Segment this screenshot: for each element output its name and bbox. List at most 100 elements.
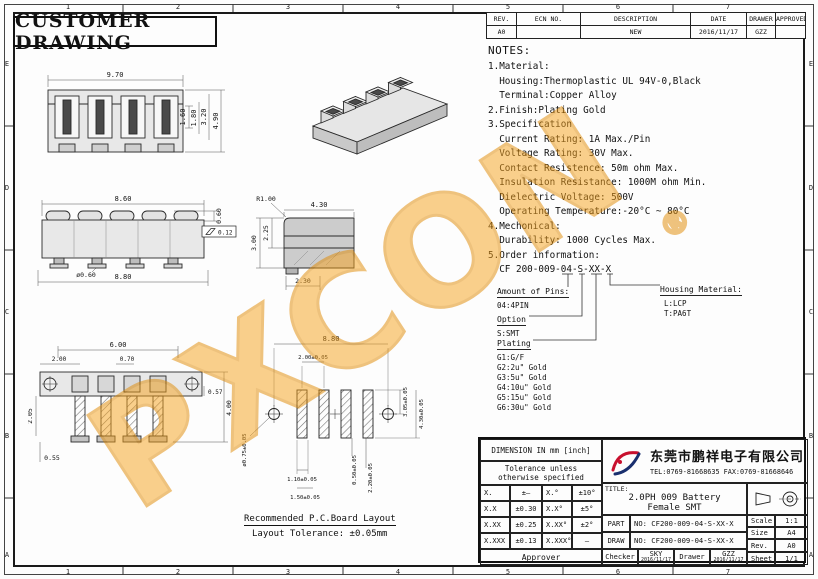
frame-col-label: 5 [505,3,511,11]
dim-pcb-pitch: 2.00±0.05 [298,355,328,361]
dim-pcb-d4: 2.20±0.05 [368,463,374,493]
notes-section: NOTES: 1.Material: Housing:Thermoplastic… [488,44,806,278]
dim-pcb-d1: 1.10±0.05 [287,477,317,483]
size-label: Size [747,527,775,539]
note-line: Voltage Rating: 30V Max. [488,148,634,159]
ecn-value [516,25,581,39]
description-value: NEW [580,25,691,39]
frame-col-label: 2 [175,568,181,576]
end-view: 6.00 2.00 0.70 0.57 2.05 4.00 0.55 [28,341,233,462]
ecn-col-header: ECN NO. [516,12,581,26]
isometric-view [311,76,449,155]
tol-row-value: ±5° [572,501,602,517]
amount-of-pins-value: 04:4PIN [497,301,529,310]
dim-pcb-v1: 3.05±0.05 [403,387,409,417]
side-view-dim-lines [37,200,218,286]
frame-col-label: 7 [725,3,731,11]
checker-date: 2016/11/17 [640,557,672,563]
tol-row-value: ±10° [572,485,602,501]
tol-row-value: ±2° [572,517,602,533]
pcb-layout-caption: Recommended P.C.Board Layout [244,514,396,526]
tol-row-value: ±0.30 [510,501,542,517]
drawer-signature: GZZ 2016/11/17 [710,549,747,565]
note-line: 4.Mechonical: [488,220,561,232]
frame-col-label: 7 [725,568,731,576]
dim-end-d5: 0.55 [44,454,60,462]
housing-material-label: Housing Material: [660,285,742,296]
size-value: A4 [775,527,808,539]
pcb-layout-tolerance: Layout Tolerance: ±0.05mm [252,529,388,539]
side-view: 0.12 8.60 8.80 ø0.60 0.60 [37,195,237,286]
frame-col-label: 4 [395,3,401,11]
outer-border [4,4,814,575]
pcb-dim-lines [249,343,420,489]
note-line: Terminal:Copper Alloy [488,90,617,101]
dim-front-h2: 1.80 [190,110,198,127]
tol-row-value: — [572,533,602,549]
dim-section-radius: R1.00 [256,195,276,203]
frame-row-label: B [4,432,10,440]
company-cell: 东莞市鹏祥电子有限公司 TEL:0769-81668635 FAX:0769-8… [602,439,808,483]
frame-col-label: 6 [615,568,621,576]
flatness-value: 0.12 [218,230,233,237]
dimension-note: DIMENSION IN mm [inch] [480,439,602,461]
flatness-callout: 0.12 [201,225,237,238]
rev-value: A0 [486,25,517,39]
scale-value: 1:1 [775,515,808,527]
tolerance-note-line1: Tolerance unless [504,464,578,473]
plating-option: G1:G/F [497,353,525,362]
sheet-label: Sheet [747,552,775,565]
note-line: 5.Order information: [488,249,600,261]
drawer-col-header: DRAWER [746,12,776,26]
frame-col-label: 3 [285,3,291,11]
revision-table: REV. ECN NO. DESCRIPTION DATE DRAWER APP… [486,12,806,39]
dim-end-width: 6.00 [110,341,127,349]
drawing-title-cell: TITLE: 2.0PH 009 Battery Female SMT [602,483,747,515]
third-angle-projection-icon [755,491,801,507]
drawing-title-line1: 2.0PH 009 Battery [628,492,721,503]
order-code-line: CF 200-009-04-S-XX-X [488,264,612,275]
tolerance-note-line2: otherwise specified [498,473,584,482]
frame-row-label: E [808,60,814,68]
section-body [283,217,355,275]
drawer-value: GZZ [746,25,776,39]
frame-col-label: 5 [505,568,511,576]
isometric-body [311,76,449,155]
date-col-header: DATE [690,12,747,26]
dim-front-h1: 1.60 [179,109,187,126]
option-value: S:SMT [497,329,520,338]
frame-col-label: 4 [395,568,401,576]
tol-row-value: ±— [510,485,542,501]
dim-pcb-v2: 4.30±0.05 [419,399,425,429]
frame-col-label: 1 [65,3,71,11]
drawer-date: 2016/11/17 [713,557,744,563]
pcb-pads-holes [265,389,397,439]
front-view: 9.70 1.60 1.80 3.20 4.90 [47,71,225,153]
note-line: Operating Temperature:-20°C ~ 80°C [488,206,690,217]
tolerance-note: Tolerance unless otherwise specified [480,461,602,485]
frame-row-label: A [808,551,814,559]
frame-row-label: C [4,308,10,316]
tol-row-value: ±0.13 [510,533,542,549]
scale-label: Scale [747,515,775,527]
front-view-dim-lines [47,75,225,153]
dim-end-d2: 0.70 [120,356,135,363]
tol-row-label: X.X [480,501,510,517]
description-col-header: DESCRIPTION [580,12,691,26]
plating-option: G4:10u" Gold [497,383,552,392]
plating-label: Plating [497,339,531,350]
housing-material-option: T:PA6T [664,309,692,318]
dim-section-width: 4.30 [311,201,328,209]
tol-row-label: X.XX [480,517,510,533]
side-view-body [41,210,205,269]
sheet-value: 1/1 [775,552,808,565]
revision-header-row: REV. ECN NO. DESCRIPTION DATE DRAWER APP… [486,12,806,26]
frame-row-label: D [808,184,814,192]
company-logo [611,451,641,476]
approver-label: Approver [480,549,602,565]
note-line: Durability: 1000 Cycles Max. [488,235,656,246]
section-view: R1.00 4.30 3.00 2.25 2.30 [250,195,355,290]
drawer-name: GZZ [722,550,735,558]
tol-row-label: X. [480,485,510,501]
rev-label: Rev. [747,539,775,552]
